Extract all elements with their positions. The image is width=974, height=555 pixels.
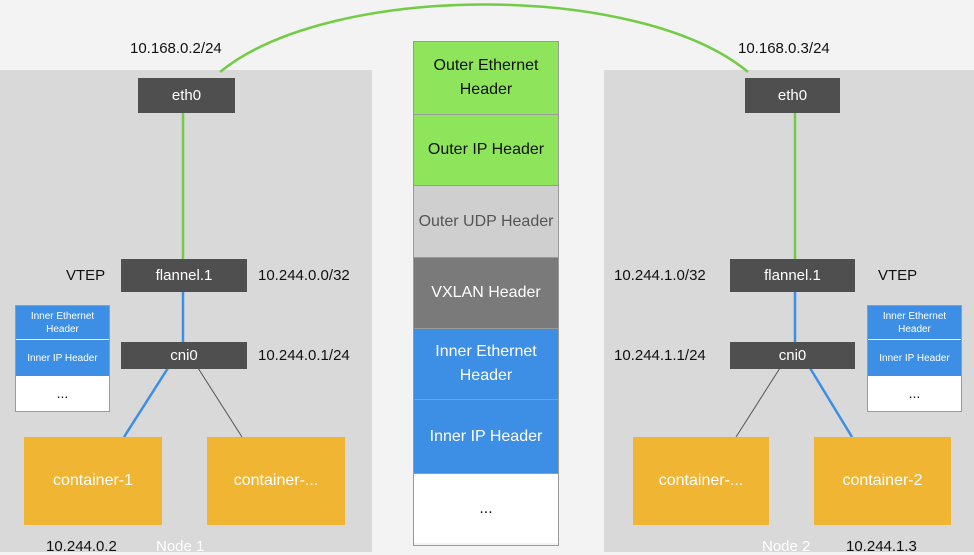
vxlan-outer-ethernet: Outer Ethernet Header: [414, 42, 558, 115]
right-cni-container1-link: [735, 367, 781, 438]
left-cni0[interactable]: cni0: [121, 342, 247, 369]
left-cni-container2-link: [197, 367, 243, 438]
right-container-more[interactable]: container-...: [633, 437, 769, 525]
left-packet-inner-ip: Inner IP Header: [16, 340, 109, 377]
left-cni-container1-link: [122, 367, 170, 438]
vxlan-outer-ip: Outer IP Header: [414, 115, 558, 186]
node-2-label: Node 2: [762, 538, 811, 555]
right-eth0[interactable]: eth0: [745, 78, 840, 113]
right-flannel-ip: 10.244.1.0/32: [614, 267, 706, 284]
left-vtep-label: VTEP: [66, 267, 106, 284]
right-flannel[interactable]: flannel.1: [730, 259, 855, 292]
left-cni-ip: 10.244.0.1/24: [258, 347, 350, 364]
right-cni-container2-link: [808, 367, 854, 438]
right-packet: Inner Ethernet Header Inner IP Header ..…: [867, 305, 962, 412]
left-container-more[interactable]: container-...: [207, 437, 345, 525]
left-flannel-ip: 10.244.0.0/32: [258, 267, 350, 284]
right-packet-more: ...: [868, 377, 961, 409]
vxlan-outer-udp: Outer UDP Header: [414, 186, 558, 258]
right-cni0[interactable]: cni0: [730, 342, 855, 369]
node-1-label: Node 1: [156, 538, 205, 555]
left-container-ip: 10.244.0.2: [46, 538, 117, 555]
right-container-ip: 10.244.1.3: [846, 538, 917, 555]
vxlan-more: ...: [414, 474, 558, 543]
right-cni-ip: 10.244.1.1/24: [614, 347, 706, 364]
right-packet-inner-ethernet: Inner Ethernet Header: [868, 306, 961, 340]
left-packet-more: ...: [16, 377, 109, 409]
left-container-1[interactable]: container-1: [24, 437, 162, 525]
right-container-2[interactable]: container-2: [814, 437, 951, 525]
left-eth0[interactable]: eth0: [138, 78, 235, 113]
left-flannel[interactable]: flannel.1: [121, 259, 247, 292]
left-eth0-ip: 10.168.0.2/24: [130, 40, 222, 57]
vxlan-inner-ethernet: Inner Ethernet Header: [414, 329, 558, 400]
vxlan-inner-ip: Inner IP Header: [414, 400, 558, 474]
left-packet-inner-ethernet: Inner Ethernet Header: [16, 306, 109, 340]
underlay-link: [219, 3, 749, 73]
vxlan-header: VXLAN Header: [414, 258, 558, 329]
right-packet-inner-ip: Inner IP Header: [868, 340, 961, 377]
right-vtep-label: VTEP: [878, 267, 918, 284]
vxlan-packet: Outer Ethernet Header Outer IP Header Ou…: [413, 41, 559, 546]
right-eth0-ip: 10.168.0.3/24: [738, 40, 830, 57]
left-packet: Inner Ethernet Header Inner IP Header ..…: [15, 305, 110, 412]
